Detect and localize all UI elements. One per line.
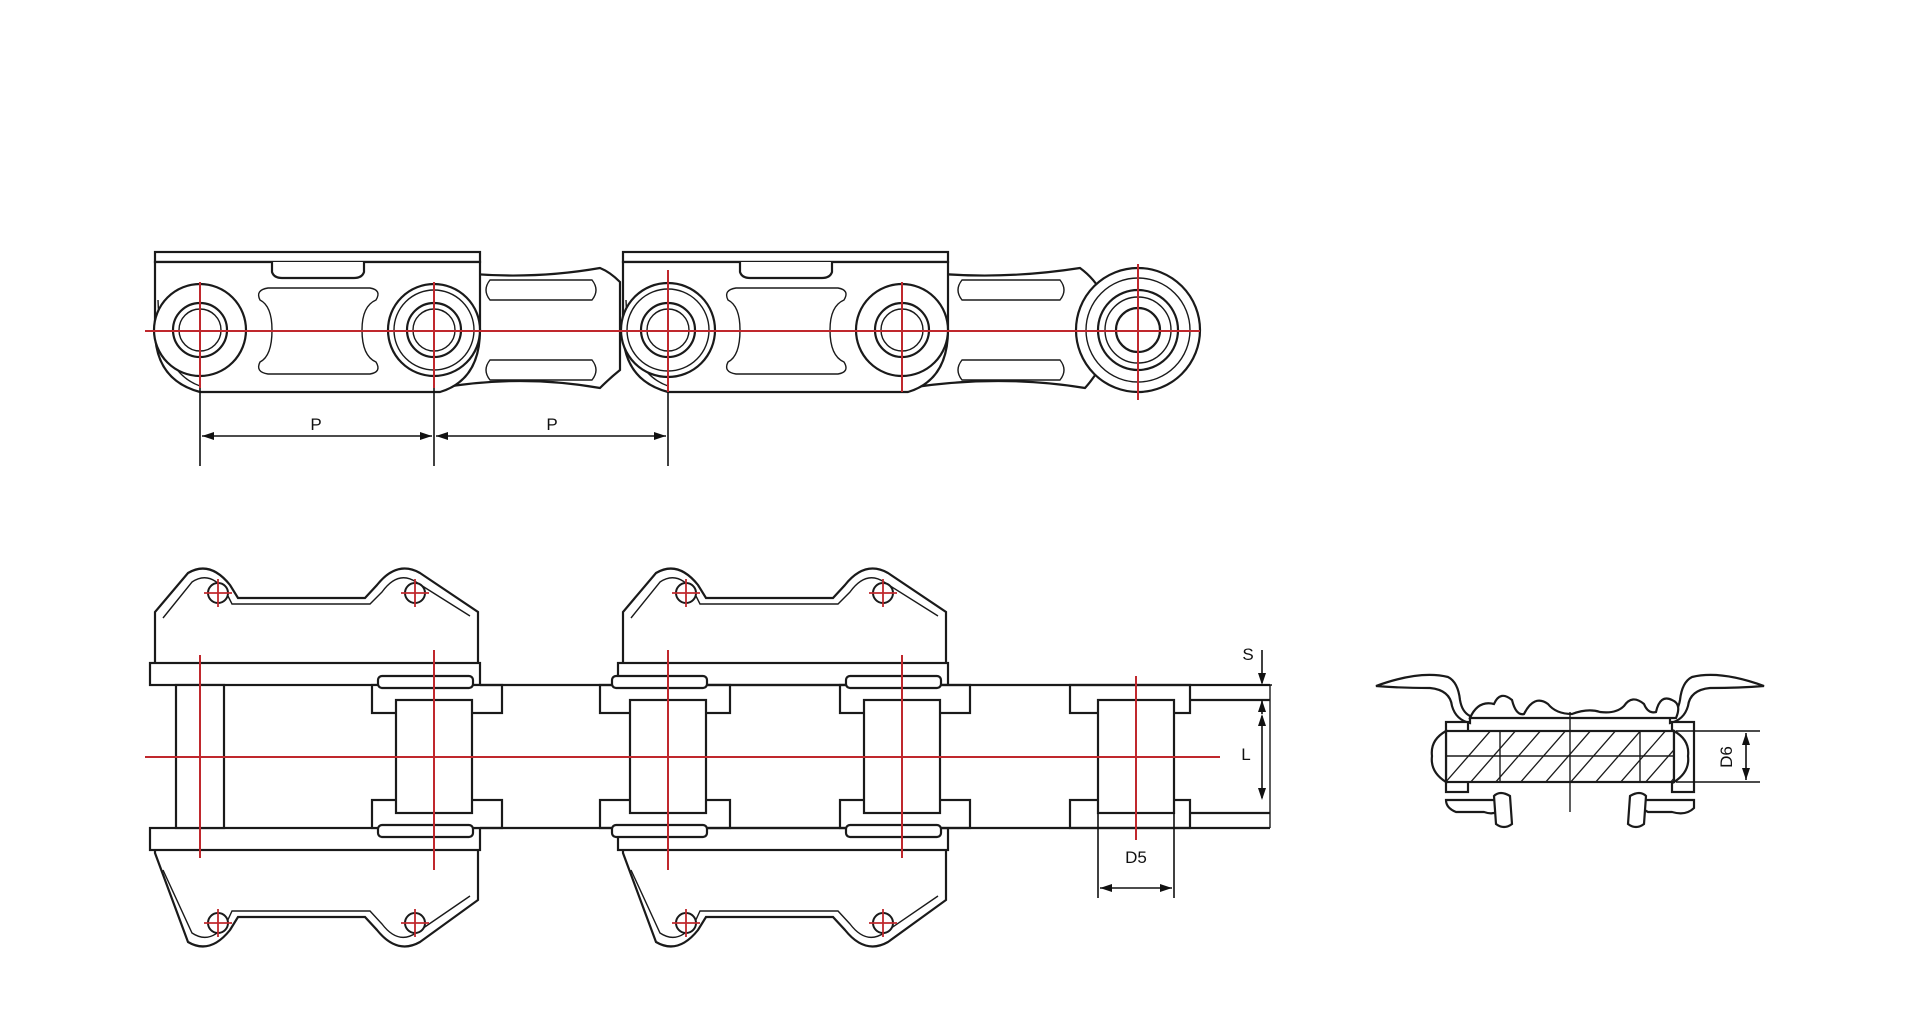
chain-side-view [152,250,1202,394]
roller-diameter-label: D5 [1125,848,1147,867]
plate-thickness-dimension: S [1200,645,1272,714]
inner-width-label: L [1241,745,1250,764]
pitch-label: P [546,415,557,434]
attachment-tab [153,846,480,948]
attachment-tab [621,567,948,667]
mounting-hole [204,909,232,937]
mounting-hole [672,579,700,607]
mounting-hole [204,579,232,607]
pin-diameter-dimension: D6 [1676,730,1760,783]
side-view-centerlines [145,264,1200,400]
attachment-tab [153,567,480,667]
mounting-hole [401,909,429,937]
attachment-tab [621,846,948,948]
inner-width-dimension: L [1241,714,1266,800]
pitch-dimension: P P [199,388,669,466]
mounting-hole [672,909,700,937]
pin-cross-section [1375,673,1765,829]
top-view-centerlines [145,650,1220,870]
plate-thickness-label: S [1242,645,1253,664]
pitch-label: P [310,415,321,434]
mounting-hole [869,579,897,607]
mounting-hole [401,579,429,607]
roller-diameter-dimension: D5 [1097,813,1175,898]
mounting-hole [869,909,897,937]
pin-diameter-label: D6 [1717,746,1736,768]
